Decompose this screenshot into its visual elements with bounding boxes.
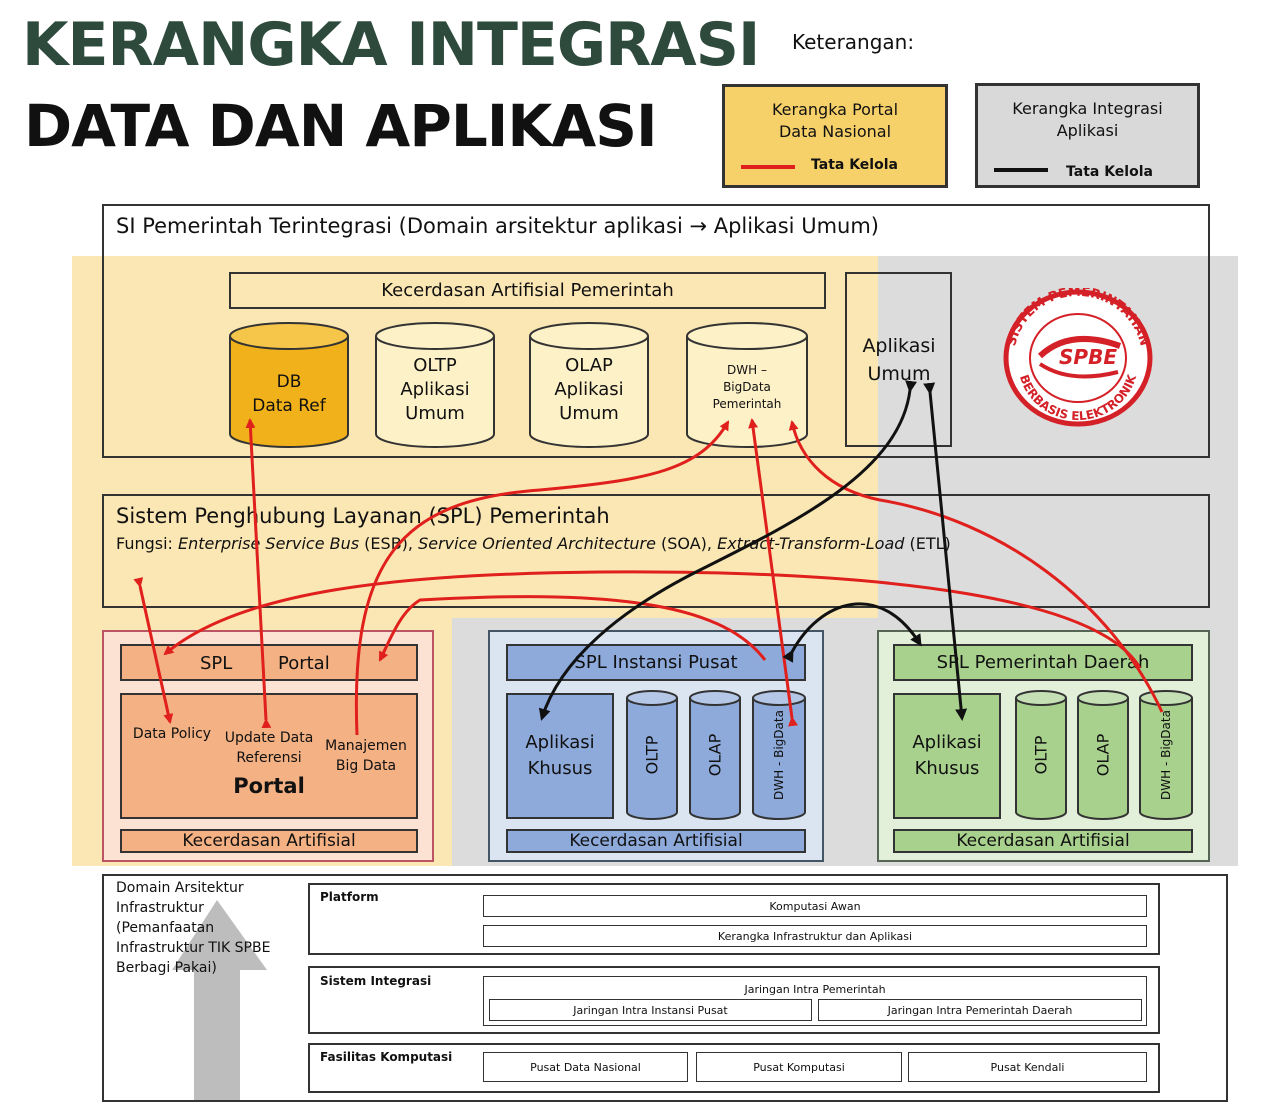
legend-integrasi-text: Kerangka Integrasi Aplikasi (1012, 99, 1163, 140)
jaringan-intra-pemerintah-label: Jaringan Intra Pemerintah (744, 983, 886, 996)
db-data-ref-cylinder: DB Data Ref (229, 322, 349, 448)
db-label-1: DB (276, 372, 302, 392)
dwh-label-2: BigData (723, 380, 771, 394)
pusat-komputasi: Pusat Komputasi (696, 1052, 902, 1082)
dwh-label-1: DWH – (727, 363, 767, 377)
aplikasi-umum-label: Aplikasi Umum (862, 335, 936, 385)
ip-olap-label: OLAP (705, 733, 725, 777)
ip-dwh-cylinder: DWH - BigData (752, 690, 806, 820)
dwh-bigdata-pemerintah-cylinder: DWH – BigData Pemerintah (686, 322, 808, 448)
pemda-oltp-cylinder: OLTP (1015, 690, 1067, 820)
spl-pemda-bar: SPL Pemerintah Daerah (893, 644, 1193, 681)
olap-label-3: Umum (559, 403, 619, 424)
pemda-olap-cylinder: OLAP (1077, 690, 1129, 820)
portal-item-data-policy: Data Policy (132, 726, 212, 742)
kecerdasan-pemerintah-bar: Kecerdasan Artifisial Pemerintah (229, 272, 826, 309)
pemda-oltp-label: OLTP (1031, 735, 1051, 775)
legend-integrasi: Kerangka Integrasi Aplikasi Tata Kelola (975, 83, 1200, 188)
portal-ka-bar: Kecerdasan Artifisial (120, 829, 418, 853)
logo-center-text: SPBE (1059, 345, 1117, 369)
spl-instansi-pusat-bar: SPL Instansi Pusat (506, 644, 806, 681)
infrastruktur-section (102, 874, 1228, 1102)
aplikasi-umum-box: Aplikasi Umum (845, 272, 952, 447)
legend-red-line (741, 165, 795, 169)
portal-item-manajemen: Manajemen Big Data (325, 738, 407, 774)
portal-name: Portal (233, 774, 305, 798)
legend-portal-label: Tata Kelola (811, 157, 898, 173)
fasilitas-komputasi-box (308, 1043, 1160, 1093)
pemda-olap-label: OLAP (1093, 733, 1113, 777)
oltp-label-3: Umum (405, 403, 465, 424)
up-arrow-shape (172, 900, 267, 1100)
platform-label: Platform (320, 890, 379, 904)
ip-aplikasi-khusus: Aplikasi Khusus (506, 693, 614, 819)
spbe-logo: SISTEM PEMERINTAHAN BERBASIS ELEKTRONIK … (1003, 288, 1153, 427)
si-pemerintah-title: SI Pemerintah Terintegrasi (Domain arsit… (116, 214, 879, 238)
spl-soa: Service Oriented Architecture (418, 534, 656, 553)
oltp-label-1: OLTP (413, 355, 457, 376)
legend-portal-text: Kerangka Portal Data Nasional (771, 100, 899, 141)
pusat-data-nasional: Pusat Data Nasional (483, 1052, 688, 1082)
spl-esb-abbr: (ESB), (359, 534, 419, 553)
sistem-integrasi-box (308, 966, 1160, 1034)
legend-integrasi-label: Tata Kelola (1066, 164, 1153, 180)
komputasi-awan: Komputasi Awan (483, 895, 1147, 917)
olap-label-1: OLAP (565, 355, 613, 376)
ip-olap-cylinder: OLAP (689, 690, 741, 820)
spl-fungsi-prefix: Fungsi: (116, 534, 179, 553)
fasilitas-komputasi-label: Fasilitas Komputasi (320, 1050, 453, 1064)
spl-title: Sistem Penghubung Layanan (SPL) Pemerint… (116, 504, 610, 528)
spl-portal-bar: SPL Portal (120, 644, 418, 681)
oltp-label-2: Aplikasi (400, 379, 470, 400)
spl-esb: Enterprise Service Bus (178, 534, 360, 553)
dwh-label-3: Pemerintah (712, 397, 782, 411)
spl-fungsi: Fungsi: Enterprise Service Bus (ESB), Se… (116, 534, 951, 553)
ip-ka-bar: Kecerdasan Artifisial (506, 829, 806, 853)
page-title-line1: KERANGKA INTEGRASI (22, 10, 760, 80)
spl-soa-abbr: (SOA), (655, 534, 718, 553)
domain-infra-label: Domain Arsitektur Infrastruktur (Pemanfa… (116, 880, 271, 976)
pemda-ka-bar: Kecerdasan Artifisial (893, 829, 1193, 853)
pemda-aplikasi-khusus: Aplikasi Khusus (893, 693, 1001, 819)
spl-etl-abbr: (ETL) (904, 534, 951, 553)
ip-oltp-cylinder: OLTP (626, 690, 678, 820)
jaringan-intra-instansi-pusat: Jaringan Intra Instansi Pusat (489, 999, 812, 1021)
legend-title: Keterangan: (792, 30, 915, 54)
portal-item-update-data: Update Data Referensi (224, 730, 314, 766)
page-title-line2: DATA DAN APLIKASI (24, 92, 658, 160)
spl-portal-label-1: SPL (200, 653, 233, 674)
olap-aplikasi-umum-cylinder: OLAP Aplikasi Umum (529, 322, 649, 448)
oltp-aplikasi-umum-cylinder: OLTP Aplikasi Umum (375, 322, 495, 448)
platform-box (308, 883, 1160, 955)
jaringan-intra-pemda: Jaringan Intra Pemerintah Daerah (818, 999, 1142, 1021)
legend-portal: Kerangka Portal Data Nasional Tata Kelol… (722, 84, 948, 188)
pusat-kendali: Pusat Kendali (908, 1052, 1147, 1082)
olap-label-2: Aplikasi (554, 379, 624, 400)
legend-black-line (994, 168, 1048, 172)
spl-etl: Extract-Transform-Load (717, 534, 905, 553)
spl-portal-label-2: Portal (278, 653, 330, 674)
pemda-dwh-label: DWH - BigData (1159, 710, 1173, 800)
sistem-integrasi-label: Sistem Integrasi (320, 974, 432, 988)
db-label-2: Data Ref (252, 396, 326, 416)
kerangka-infra-aplikasi: Kerangka Infrastruktur dan Aplikasi (483, 925, 1147, 947)
pemda-dwh-cylinder: DWH - BigData (1139, 690, 1193, 820)
jaringan-intra-pemerintah (483, 976, 1147, 1026)
ip-dwh-label: DWH - BigData (772, 710, 786, 800)
ip-oltp-label: OLTP (642, 735, 662, 775)
